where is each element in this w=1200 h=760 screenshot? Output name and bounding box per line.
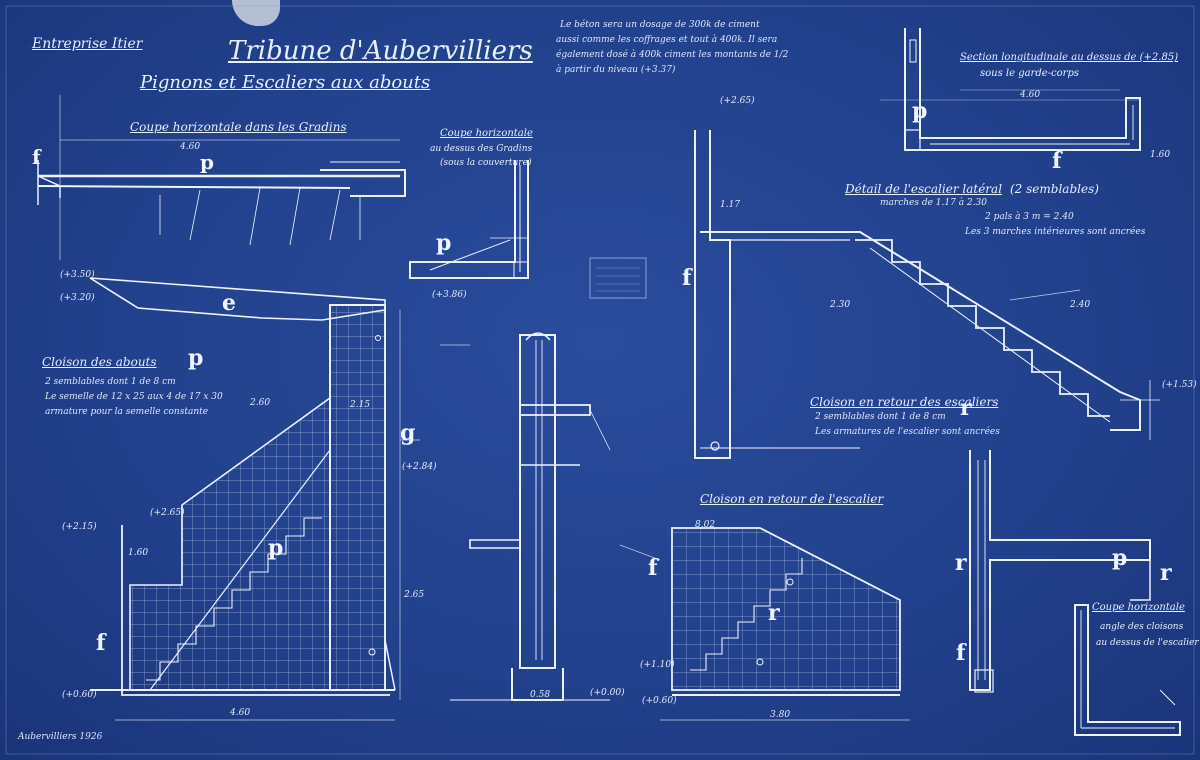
dim-802: 8.02	[695, 520, 716, 530]
signature: Aubervilliers 1926	[18, 732, 103, 742]
dim-460-b: 4.60	[230, 708, 251, 718]
level-265: (+2.65)	[150, 508, 185, 518]
caption-cloison-retour: Cloison en retour des escaliers	[810, 395, 999, 409]
view-cloison-retour	[660, 527, 910, 721]
level-265-b: (+2.65)	[720, 96, 755, 106]
note-cloison-2: Le semelle de 12 x 25 aux 4 de 17 x 30	[45, 392, 223, 402]
marker-e: e	[222, 290, 236, 316]
level-153: (+1.53)	[1162, 380, 1197, 390]
marker-p-6: p	[1112, 545, 1128, 571]
note-escalier-2: marches de 1.17 à 2.30	[880, 198, 987, 208]
caption-cloison-abouts: Cloison des abouts	[42, 355, 157, 369]
caption-detail-escalier: Détail de l'escalier latéral	[845, 182, 1003, 196]
marker-p-1: p	[200, 150, 214, 174]
caption-cloison-retour-2: Cloison en retour de l'escalier	[700, 492, 884, 506]
level-110: (+1.10)	[640, 660, 675, 670]
dim-265: 2.65	[404, 590, 425, 600]
view-coupe-gradins	[37, 139, 406, 246]
note-retour-2: Les armatures de l'escalier sont ancrées	[815, 427, 1000, 437]
marker-p-2: p	[188, 345, 204, 371]
marker-f-5: f	[648, 555, 658, 581]
marker-r-1: r	[960, 395, 972, 421]
firm-name: Entreprise Itier	[32, 36, 143, 52]
view-detail-escalier	[694, 130, 1160, 459]
level-060-b: (+0.60)	[642, 696, 677, 706]
dim-460-c: 4.60	[1020, 90, 1041, 100]
level-000: (+0.00)	[590, 688, 625, 698]
note-cloison-1: 2 semblables dont 1 de 8 cm	[45, 377, 176, 387]
note-beton-3: également dosé à 400k ciment les montant…	[556, 50, 789, 60]
level-350: (+3.50)	[60, 270, 95, 280]
dim-058: 0.58	[530, 690, 551, 700]
dim-160: 1.60	[128, 548, 149, 558]
level-060: (+0.60)	[62, 690, 97, 700]
marker-p-5: p	[912, 98, 928, 124]
marker-f-2: f	[96, 630, 106, 656]
dim-260: 2.60	[250, 398, 271, 408]
marker-g: g	[400, 420, 416, 446]
view-coupe-horizontale-small	[409, 160, 529, 279]
note-cloison-3: armature pour la semelle constante	[45, 407, 209, 417]
marker-p-3: p	[268, 535, 284, 561]
leader-lines	[59, 95, 1081, 561]
dim-380: 3.80	[770, 710, 791, 720]
marker-r-3: r	[955, 550, 967, 576]
drawing-subtitle: Pignons et Escaliers aux abouts	[140, 72, 431, 93]
caption-section-longitudinale-2: sous le garde-corps	[980, 68, 1079, 79]
marker-r-2: r	[768, 600, 780, 626]
marker-p-4: p	[436, 230, 452, 256]
view-cloison-droite	[969, 450, 1151, 693]
view-coupe-angle	[1074, 604, 1181, 736]
note-beton-4: à partir du niveau (+3.37)	[556, 65, 676, 75]
dim-117: 1.17	[720, 200, 741, 210]
marker-f-1: f	[32, 145, 41, 169]
caption-coupe-horizontale-1: Coupe horizontale	[440, 128, 533, 139]
drawing-title: Tribune d'Aubervilliers	[228, 36, 533, 66]
view-section-longitudinale	[880, 28, 1141, 151]
note-retour-1: 2 semblables dont 1 de 8 cm	[815, 412, 946, 422]
caption-section-longitudinale: Section longitudinale au dessus de (+2.8…	[960, 52, 1179, 63]
marker-f-4: f	[1052, 148, 1062, 174]
level-320: (+3.20)	[60, 293, 95, 303]
marker-f-3: f	[682, 265, 692, 291]
view-cloison-abouts	[89, 277, 401, 721]
note-beton-2: aussi comme les coffrages et tout à 400k…	[556, 35, 778, 45]
dim-460: 4.60	[180, 142, 201, 152]
caption-coupe-horizontale-1b: au dessus des Gradins	[430, 144, 533, 154]
caption-coupe-horizontale-2b: angle des cloisons	[1100, 622, 1184, 632]
dim-215: 2.15	[350, 400, 371, 410]
caption-coupe-horizontale-2: Coupe horizontale	[1092, 602, 1185, 613]
level-386: (+3.86)	[432, 290, 467, 300]
dim-230: 2.30	[830, 300, 851, 310]
caption-coupe-gradins: Coupe horizontale dans les Gradins	[130, 120, 347, 134]
caption-coupe-horizontale-1c: (sous la couverture)	[440, 158, 532, 168]
dim-240: 2.40	[1070, 300, 1091, 310]
sheet-border	[5, 5, 1195, 755]
note-escalier-1: Les 3 marches intérieures sont ancrées	[965, 227, 1146, 237]
note-beton-1: Le béton sera un dosage de 300k de cimen…	[560, 20, 760, 30]
note-escalier-3: 2 pals à 3 m = 2.40	[985, 212, 1074, 222]
marker-r-4: r	[1160, 560, 1172, 586]
office-stamp	[589, 257, 647, 299]
caption-coupe-horizontale-2c: au dessus de l'escalier	[1096, 638, 1199, 648]
view-column-section	[450, 332, 611, 701]
marker-f-6: f	[956, 640, 966, 666]
level-284: (+2.84)	[402, 462, 437, 472]
dim-160-b: 1.60	[1150, 150, 1171, 160]
caption-detail-escalier-2: (2 semblables)	[1010, 182, 1099, 196]
level-215: (+2.15)	[62, 522, 97, 532]
